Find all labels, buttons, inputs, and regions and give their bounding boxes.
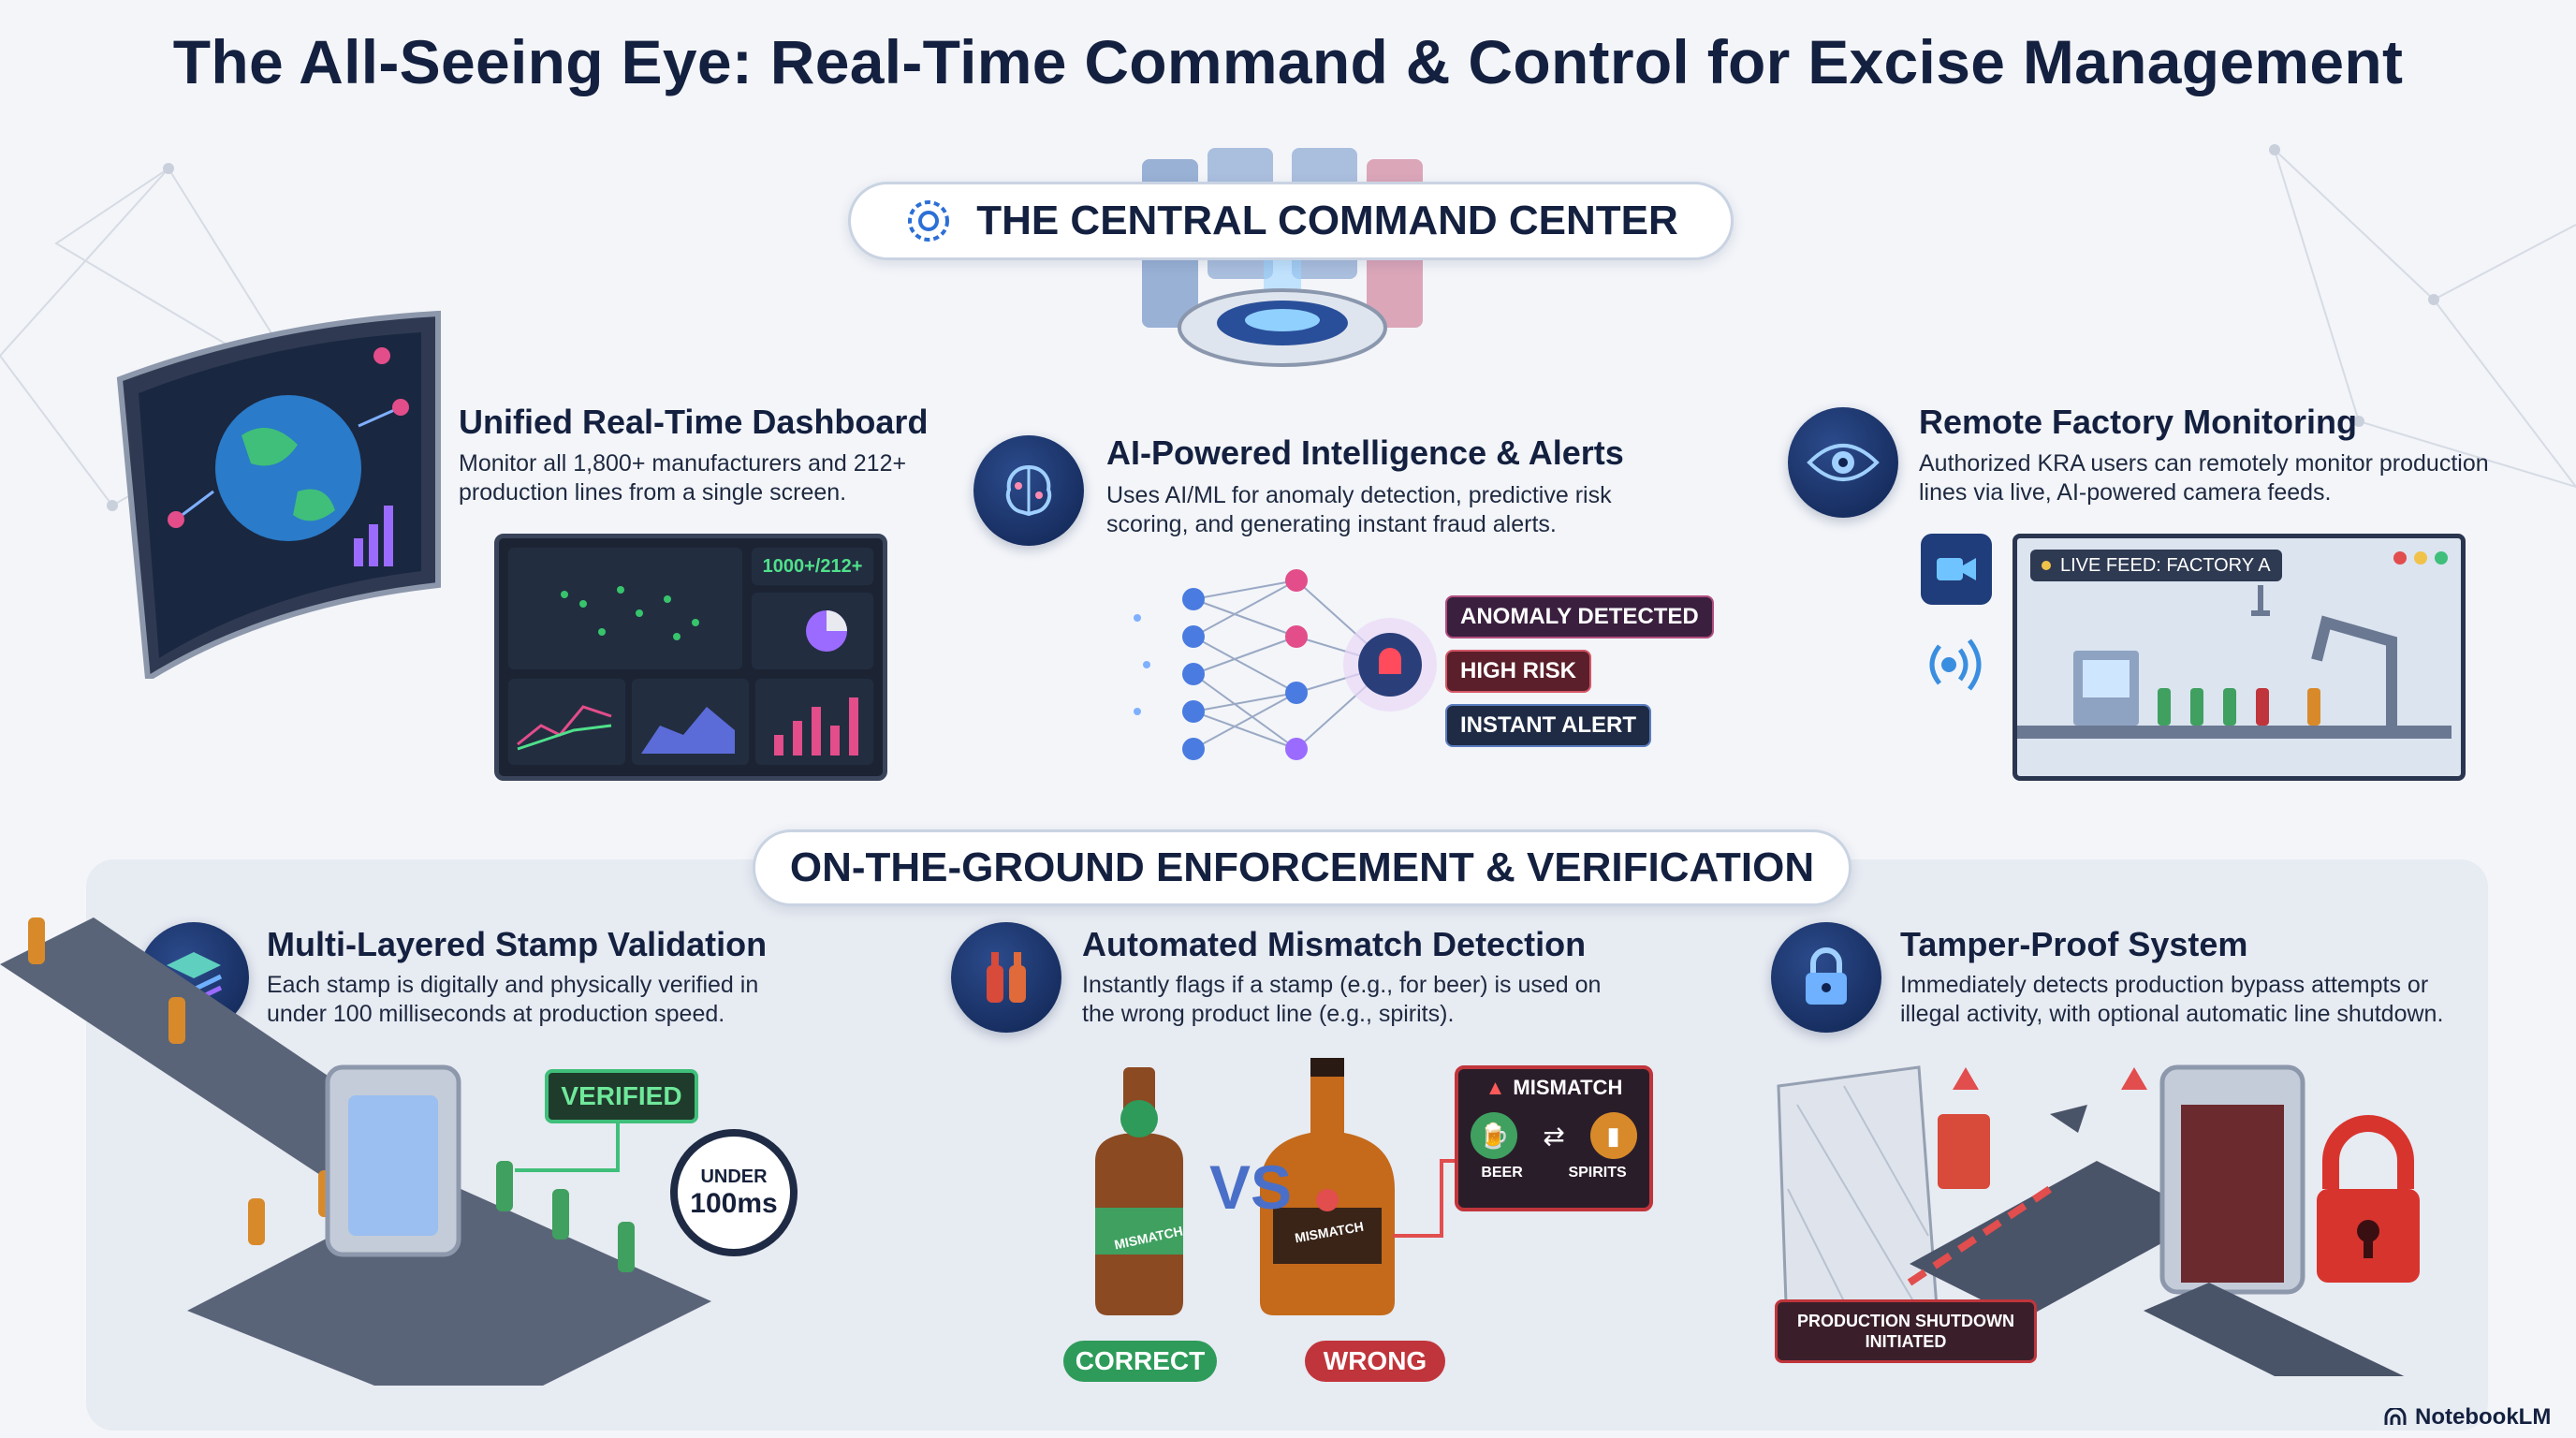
mismatch-bottles-illustration: [1095, 1058, 1458, 1315]
notebooklm-logo-icon: [2384, 1408, 2407, 1425]
area-chart-panel: [632, 679, 749, 765]
timer-top-text: UNDER: [700, 1166, 768, 1187]
brand-text: NotebookLM: [2415, 1404, 2552, 1430]
shutdown-line2: INITIATED: [1865, 1332, 1947, 1351]
dashboard-screen: 1000+/212+: [494, 534, 887, 781]
beer-mug-icon: 🍺: [1471, 1112, 1518, 1159]
verified-badge: VERIFIED: [545, 1069, 698, 1123]
alert-tag-anomaly: ANOMALY DETECTED: [1445, 595, 1714, 638]
stamp-validation-illustration: [0, 917, 711, 1386]
command-center-heading: THE CENTRAL COMMAND CENTER: [848, 182, 1734, 260]
correct-badge: CORRECT: [1063, 1341, 1217, 1382]
live-feed-label: LIVE FEED: FACTORY A: [2030, 550, 2282, 581]
bar-chart-panel: [755, 679, 873, 765]
feature-title-remote: Remote Factory Monitoring: [1919, 403, 2358, 441]
beer-label: BEER: [1481, 1165, 1523, 1181]
live-feed-screen: LIVE FEED: FACTORY A: [2012, 534, 2466, 781]
feature-desc-remote: Authorized KRA users can remotely monito…: [1919, 450, 2489, 506]
background-network: [0, 144, 2576, 511]
feature-desc-dashboard: Monitor all 1,800+ manufacturers and 212…: [459, 450, 907, 506]
mismatch-header-text: MISMATCH: [1513, 1076, 1623, 1099]
timer-value-text: 100ms: [690, 1187, 778, 1219]
factory-line-illustration: [2017, 585, 2452, 739]
shutdown-line1: PRODUCTION SHUTDOWN: [1797, 1312, 2014, 1330]
feature-title-mismatch: Automated Mismatch Detection: [1082, 925, 1587, 963]
gear-network-icon: [908, 200, 950, 242]
live-dot-icon: [2042, 561, 2051, 570]
live-feed-label-text: LIVE FEED: FACTORY A: [2060, 554, 2271, 576]
tamper-proof-illustration: [1777, 1064, 2420, 1376]
bottles-icon: [951, 922, 1061, 1033]
alert-tag-instant: INSTANT ALERT: [1445, 704, 1651, 747]
pie-panel: [752, 593, 873, 669]
mismatch-panel: ▲ MISMATCH 🍺 ⇄ ▮ BEER SPIRITS: [1455, 1065, 1653, 1211]
wrong-badge: WRONG: [1305, 1341, 1445, 1382]
signal-icon: [1929, 638, 1982, 691]
feature-title-dashboard: Unified Real-Time Dashboard: [459, 403, 929, 441]
world-map-panel: [508, 548, 742, 669]
feature-desc-tamper: Immediately detects production bypass at…: [1900, 972, 2444, 1027]
feature-desc-stamp: Each stamp is digitally and physically v…: [267, 972, 759, 1027]
dashboard-metric: 1000+/212+: [752, 548, 873, 585]
shutdown-banner: PRODUCTION SHUTDOWN INITIATED: [1775, 1299, 2037, 1363]
brand-watermark: NotebookLM: [2383, 1404, 2551, 1431]
spirits-label: SPIRITS: [1568, 1165, 1627, 1181]
globe-screen-icon: [116, 310, 441, 679]
hologram-hub-illustration: [1142, 148, 1423, 367]
neural-network-illustration: [1134, 569, 1437, 760]
video-camera-icon: [1921, 534, 1992, 605]
page-title: The All-Seeing Eye: Real-Time Command & …: [172, 27, 2404, 96]
eye-icon: [1788, 407, 1898, 518]
brain-circuit-icon: [973, 435, 1084, 546]
line-chart-panel: [508, 679, 625, 765]
feature-desc-mismatch: Instantly flags if a stamp (e.g., for be…: [1082, 972, 1602, 1027]
command-center-heading-text: THE CENTRAL COMMAND CENTER: [976, 198, 1678, 243]
feature-title-ai: AI-Powered Intelligence & Alerts: [1106, 433, 1624, 472]
vs-text: VS: [1209, 1152, 1293, 1222]
feature-desc-ai: Uses AI/ML for anomaly detection, predic…: [1106, 482, 1612, 537]
window-controls: [2393, 551, 2448, 565]
feature-title-tamper: Tamper-Proof System: [1900, 925, 2248, 963]
enforcement-heading: ON-THE-GROUND ENFORCEMENT & VERIFICATION: [753, 829, 1852, 906]
stopwatch-icon: UNDER 100ms: [670, 1129, 798, 1256]
mismatch-header: ▲ MISMATCH: [1458, 1069, 1649, 1107]
warning-icon: ▲: [1485, 1076, 1506, 1099]
padlock-icon: [1771, 922, 1881, 1033]
alert-tag-high-risk: HIGH RISK: [1445, 650, 1592, 693]
feature-title-stamp: Multi-Layered Stamp Validation: [267, 925, 768, 963]
swap-arrows-icon: ⇄: [1543, 1121, 1565, 1151]
spirits-bottle-icon: ▮: [1589, 1112, 1637, 1159]
